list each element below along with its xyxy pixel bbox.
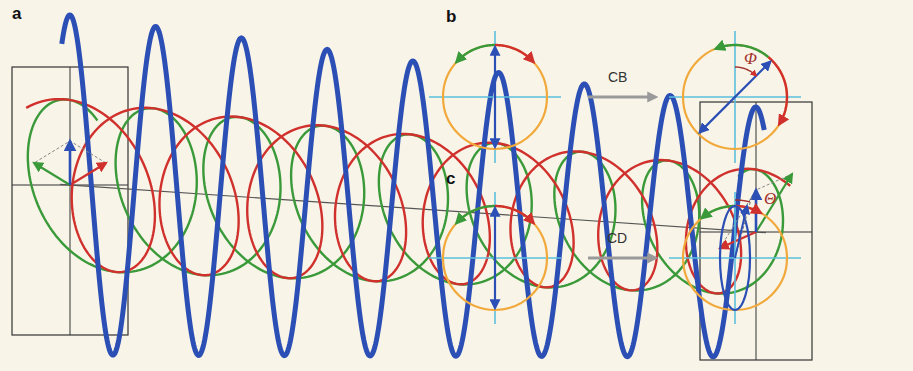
polarization-vector: [700, 62, 771, 133]
circle-outline: [683, 45, 787, 149]
angle-arc: [735, 200, 750, 202]
polarization-vector: [735, 206, 747, 258]
angle-symbol: Φ: [744, 50, 757, 69]
field-vector: [69, 141, 72, 185]
circle-outline: [683, 206, 787, 310]
rotation-arrow: [456, 206, 495, 223]
circle-panels: [429, 31, 801, 324]
field-vector: [34, 163, 70, 185]
polarization-circle: [669, 31, 801, 163]
vector-sum-guide: [720, 174, 792, 248]
field-vector: [70, 163, 106, 185]
angle-symbol: Θ: [764, 190, 776, 209]
axis-line: [494, 31, 496, 163]
frame-outline: [700, 102, 812, 360]
circle-outline: [443, 206, 547, 310]
angle-guide: [735, 196, 752, 258]
process-arrow: [588, 95, 654, 98]
polarization-vector: [494, 208, 496, 308]
polarization-ellipse: [720, 206, 750, 310]
vector-set: [720, 174, 792, 248]
rotation-arrow: [768, 57, 787, 124]
frame-axis: [756, 102, 757, 360]
polarization-vector: [494, 47, 496, 147]
rotation-arrow: [456, 45, 495, 62]
panel-letter: c: [446, 170, 455, 189]
vector-set: [34, 141, 106, 185]
rotation-arrow: [495, 206, 534, 223]
axis-line: [494, 192, 496, 324]
process-label: CD: [607, 231, 627, 246]
wave-frame: [700, 102, 812, 360]
panel-letter: b: [446, 8, 456, 27]
panel-letter: a: [12, 5, 21, 24]
polarization-circle: [429, 31, 561, 163]
linear-wave: [62, 15, 764, 357]
polarization-circle: [429, 192, 561, 324]
wave-panel: [12, 15, 812, 360]
rotation-arrow: [716, 45, 769, 57]
circle-outline: [443, 45, 547, 149]
process-label: CB: [608, 70, 627, 85]
process-arrow: [588, 256, 654, 259]
rotation-arrow: [495, 45, 534, 62]
frame-axis: [70, 67, 71, 335]
polarization-circle: [669, 192, 801, 324]
propagation-axis: [60, 184, 766, 232]
angle-arc: [735, 67, 756, 76]
